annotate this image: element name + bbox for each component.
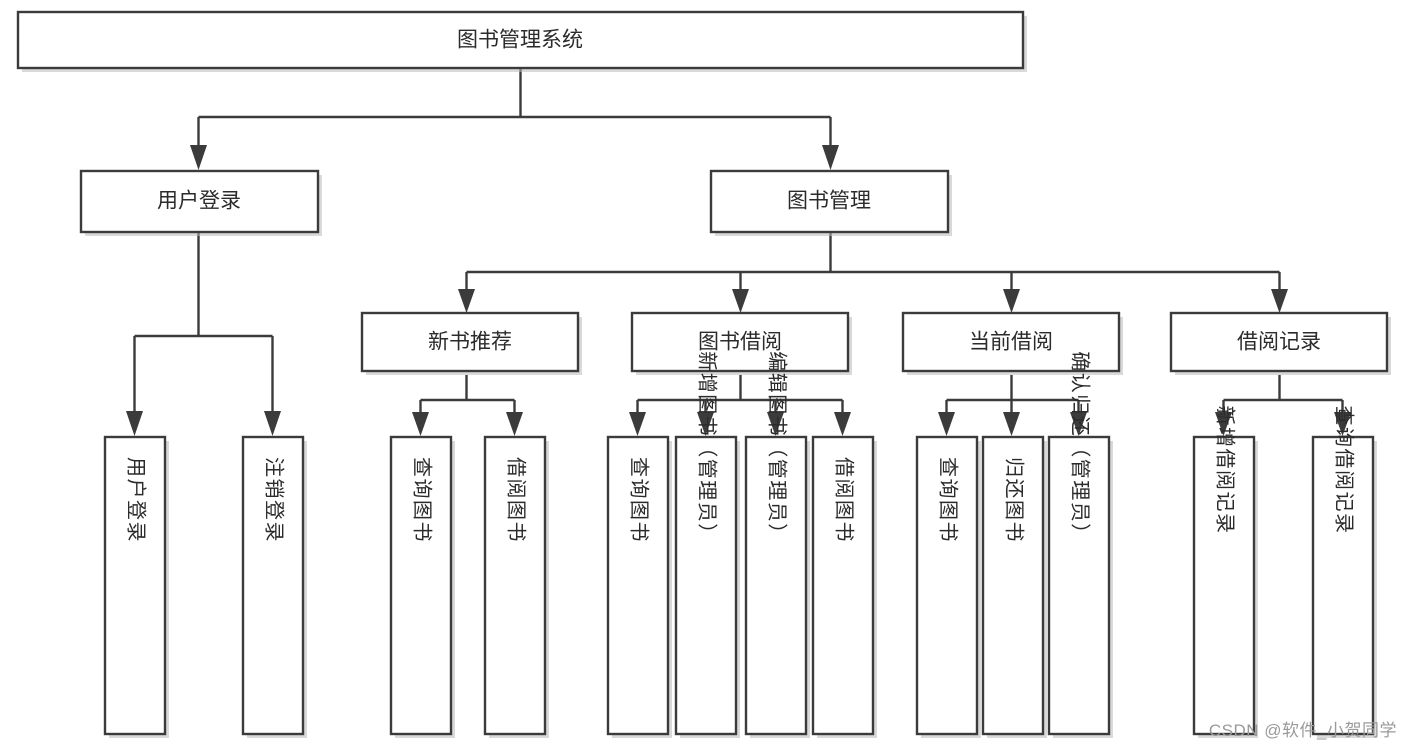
node-new-book-rec-box bbox=[360, 311, 580, 373]
arrow-head-leaf-return-book bbox=[1003, 412, 1020, 436]
arrow-head-leaf-query-book-1 bbox=[412, 412, 429, 436]
node-leaf-add-book-label: 新增图书（管理员） bbox=[696, 351, 719, 545]
node-leaf-query-record[interactable]: 查询借阅记录 bbox=[1311, 406, 1377, 739]
node-leaf-logout-label: 注销登录 bbox=[263, 457, 286, 543]
arrow-head-leaf-user-login bbox=[126, 411, 143, 436]
node-book-manage-box bbox=[709, 169, 950, 234]
node-leaf-add-record-label: 新增借阅记录 bbox=[1214, 406, 1237, 535]
node-borrow-record-label: 借阅记录 bbox=[1237, 331, 1321, 354]
arrow-head-leaf-borrow-book-1 bbox=[506, 412, 523, 436]
node-book-manage[interactable]: 图书管理 bbox=[709, 169, 952, 236]
node-book-manage-label: 图书管理 bbox=[787, 190, 871, 213]
node-leaf-borrow-book-1[interactable]: 借阅图书 bbox=[483, 435, 549, 738]
arrow-head-borrow-record bbox=[1271, 289, 1288, 313]
node-leaf-return-book-label: 归还图书 bbox=[1003, 457, 1026, 543]
connectors-layer bbox=[126, 68, 1351, 436]
node-leaf-return-book-box bbox=[981, 435, 1045, 736]
node-leaf-query-book-1[interactable]: 查询图书 bbox=[389, 435, 455, 738]
node-leaf-query-book-1-label: 查询图书 bbox=[411, 457, 434, 543]
node-root[interactable]: 图书管理系统 bbox=[16, 10, 1027, 72]
node-leaf-user-login[interactable]: 用户登录 bbox=[103, 435, 169, 738]
node-user-login[interactable]: 用户登录 bbox=[79, 169, 322, 236]
node-current-borrow[interactable]: 当前借阅 bbox=[901, 311, 1123, 375]
arrow-head-leaf-borrow-book-2 bbox=[834, 412, 851, 436]
node-root-label: 图书管理系统 bbox=[457, 29, 583, 52]
node-leaf-query-book-3[interactable]: 查询图书 bbox=[915, 435, 981, 738]
node-leaf-borrow-book-2[interactable]: 借阅图书 bbox=[811, 435, 877, 738]
node-borrow-record[interactable]: 借阅记录 bbox=[1169, 311, 1391, 375]
node-user-login-label: 用户登录 bbox=[157, 190, 241, 213]
node-leaf-add-book-box bbox=[674, 435, 738, 736]
node-current-borrow-box bbox=[901, 311, 1121, 373]
arrow-head-leaf-edit-book bbox=[767, 412, 784, 436]
node-leaf-query-record-label: 查询借阅记录 bbox=[1333, 406, 1356, 535]
node-book-borrow-label: 图书借阅 bbox=[698, 331, 782, 354]
node-leaf-query-book-3-label: 查询图书 bbox=[937, 457, 960, 543]
node-book-borrow[interactable]: 图书借阅 bbox=[630, 311, 852, 375]
arrow-head-leaf-query-book-3 bbox=[938, 412, 955, 436]
node-borrow-record-box bbox=[1169, 311, 1389, 373]
node-leaf-borrow-book-1-box bbox=[483, 435, 547, 736]
node-leaf-add-book[interactable]: 新增图书（管理员） bbox=[674, 351, 740, 738]
arrow-head-leaf-query-record bbox=[1334, 412, 1351, 436]
node-leaf-query-book-2-box bbox=[606, 435, 670, 736]
node-leaf-query-book-2[interactable]: 查询图书 bbox=[606, 435, 672, 738]
node-current-borrow-label: 当前借阅 bbox=[969, 331, 1053, 354]
arrow-head-new-book-rec bbox=[458, 289, 475, 313]
node-leaf-borrow-book-2-label: 借阅图书 bbox=[833, 457, 856, 543]
arrow-head-user-login bbox=[190, 145, 207, 170]
node-leaf-borrow-book-2-box bbox=[811, 435, 875, 736]
node-leaf-logout[interactable]: 注销登录 bbox=[241, 435, 307, 738]
node-leaf-logout-box bbox=[241, 435, 305, 736]
node-leaf-edit-book[interactable]: 编辑图书（管理员） bbox=[744, 351, 810, 738]
arrow-head-leaf-add-record bbox=[1215, 412, 1232, 436]
arrow-head-book-borrow bbox=[732, 289, 749, 313]
arrow-head-leaf-add-book bbox=[697, 412, 714, 436]
node-new-book-rec[interactable]: 新书推荐 bbox=[360, 311, 582, 375]
arrow-head-leaf-logout bbox=[264, 411, 281, 436]
node-leaf-add-record-box bbox=[1192, 435, 1256, 736]
node-leaf-query-book-3-box bbox=[915, 435, 979, 736]
node-leaf-edit-book-box bbox=[744, 435, 808, 736]
arrow-head-current-borrow bbox=[1003, 289, 1020, 313]
node-leaf-confirm-return-box bbox=[1047, 435, 1111, 736]
node-leaf-user-login-label: 用户登录 bbox=[125, 457, 148, 543]
node-leaf-add-record[interactable]: 新增借阅记录 bbox=[1192, 406, 1258, 739]
node-leaf-query-record-box bbox=[1311, 435, 1375, 736]
nodes-layer: 图书管理系统 用户登录 图书管理 新书推荐 bbox=[16, 10, 1391, 739]
node-leaf-user-login-box bbox=[103, 435, 167, 736]
node-book-borrow-box bbox=[630, 311, 850, 373]
arrow-head-leaf-query-book-2 bbox=[629, 412, 646, 436]
node-new-book-rec-label: 新书推荐 bbox=[428, 331, 512, 354]
arrow-head-book-manage bbox=[822, 145, 839, 170]
node-user-login-box bbox=[79, 169, 320, 234]
node-leaf-return-book[interactable]: 归还图书 bbox=[981, 435, 1047, 738]
node-root-box bbox=[16, 10, 1025, 70]
node-leaf-edit-book-label: 编辑图书（管理员） bbox=[766, 351, 789, 545]
node-leaf-borrow-book-1-label: 借阅图书 bbox=[505, 457, 528, 543]
node-leaf-query-book-2-label: 查询图书 bbox=[628, 457, 651, 543]
node-leaf-query-book-1-box bbox=[389, 435, 453, 736]
node-leaf-confirm-return[interactable]: 确认归还（管理员） bbox=[1047, 351, 1113, 738]
arrow-head-leaf-confirm-return bbox=[1070, 412, 1087, 436]
node-leaf-confirm-return-label: 确认归还（管理员） bbox=[1069, 351, 1092, 545]
